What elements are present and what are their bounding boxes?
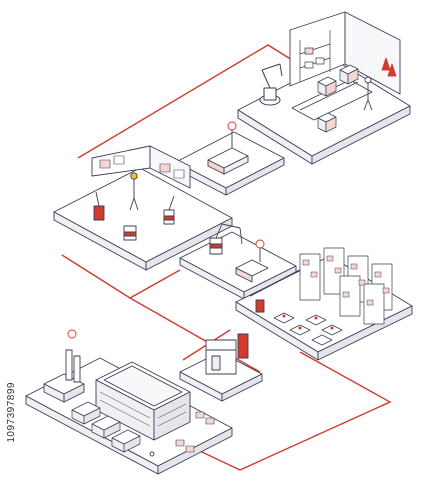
stock-id-label: 1097397899 [6,382,17,443]
robot-arm-module [179,223,297,300]
connection-lines [61,44,392,471]
robotic-assembly-platform [237,11,411,165]
packaging-robot-module [179,333,263,402]
control-station-platform [53,145,233,271]
conveyor-module [175,121,285,196]
distribution-center-platform [25,329,233,475]
warehouse-racking-platform [235,247,413,361]
